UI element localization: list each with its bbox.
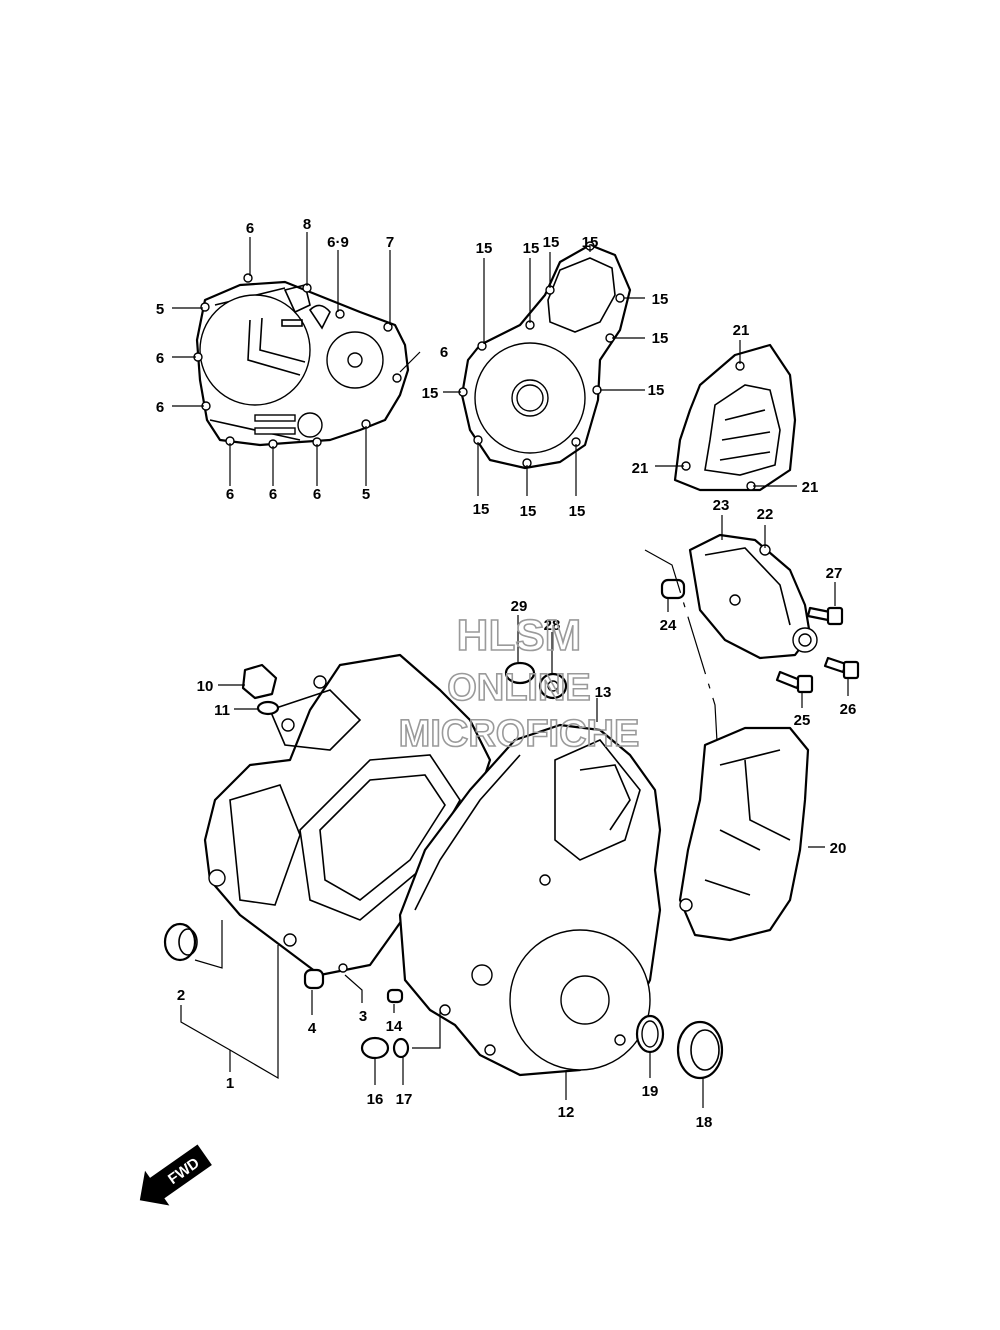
callout-15: 15 (652, 330, 669, 347)
magneto-cover (458, 241, 632, 470)
callout-29: 29 (511, 598, 528, 615)
callout-15: 15 (569, 503, 586, 520)
callout-14: 14 (386, 1018, 403, 1035)
fwd-arrow-icon: FWD (139, 1144, 212, 1206)
watermark: HLSM ONLINE MICROFICHE (398, 610, 640, 756)
callout-6: 6 (313, 486, 321, 503)
callout-11: 11 (214, 702, 230, 719)
callout-3: 3 (359, 1008, 367, 1025)
callout-16: 16 (367, 1091, 384, 1108)
callout-21: 21 (802, 479, 819, 496)
callout-7: 7 (386, 234, 394, 251)
callout-2: 2 (177, 987, 185, 1004)
callout-15: 15 (473, 501, 490, 518)
callout-8: 8 (303, 216, 311, 233)
callout-5: 5 (156, 301, 164, 318)
callout-15: 15 (648, 382, 665, 399)
callout-labels: 6 8 6·9 7 5 6 6 6 6 6 6 5 15 15 15 15 15… (156, 216, 857, 1131)
callout-19: 19 (642, 1083, 659, 1100)
callout-13: 13 (595, 684, 612, 701)
small-parts (163, 661, 724, 1080)
callout-15: 15 (582, 234, 599, 251)
watermark-line3: MICROFICHE (399, 713, 640, 755)
callout-12: 12 (558, 1104, 575, 1121)
bolts (775, 606, 860, 694)
callout-15: 15 (652, 291, 669, 308)
callout-22: 22 (757, 506, 774, 523)
callout-6: 6 (156, 350, 164, 367)
callout-18: 18 (696, 1114, 713, 1131)
callout-21: 21 (733, 322, 750, 339)
callout-24: 24 (660, 617, 677, 634)
callout-15: 15 (520, 503, 537, 520)
leader-lines (172, 232, 849, 1108)
callout-10: 10 (197, 678, 214, 695)
callout-23: 23 (713, 497, 730, 514)
callout-6: 6 (269, 486, 277, 503)
callout-15: 15 (476, 240, 493, 257)
callout-5: 5 (362, 486, 370, 503)
water-pump (660, 533, 818, 660)
callout-15: 15 (543, 234, 560, 251)
callout-6: 6 (226, 486, 234, 503)
sprocket-cover (673, 343, 797, 492)
callout-25: 25 (794, 712, 811, 729)
callout-26: 26 (840, 701, 857, 718)
watermark-line2: ONLINE (447, 667, 591, 709)
callout-17: 17 (396, 1091, 413, 1108)
cover-20 (678, 726, 810, 942)
watermark-line1: HLSM (457, 611, 582, 660)
callout-6-9: 6·9 (327, 234, 349, 251)
callout-6: 6 (440, 344, 448, 361)
crankcase-cover-12 (398, 723, 662, 1077)
callout-21: 21 (632, 460, 649, 477)
callout-1: 1 (226, 1075, 234, 1092)
callout-6: 6 (156, 399, 164, 416)
callout-4: 4 (308, 1020, 317, 1037)
callout-15: 15 (422, 385, 439, 402)
callout-6: 6 (246, 220, 254, 237)
callout-28: 28 (544, 617, 561, 634)
callout-27: 27 (826, 565, 843, 582)
callout-15: 15 (523, 240, 540, 257)
callout-20: 20 (830, 840, 847, 857)
clutch-cover (193, 273, 410, 449)
